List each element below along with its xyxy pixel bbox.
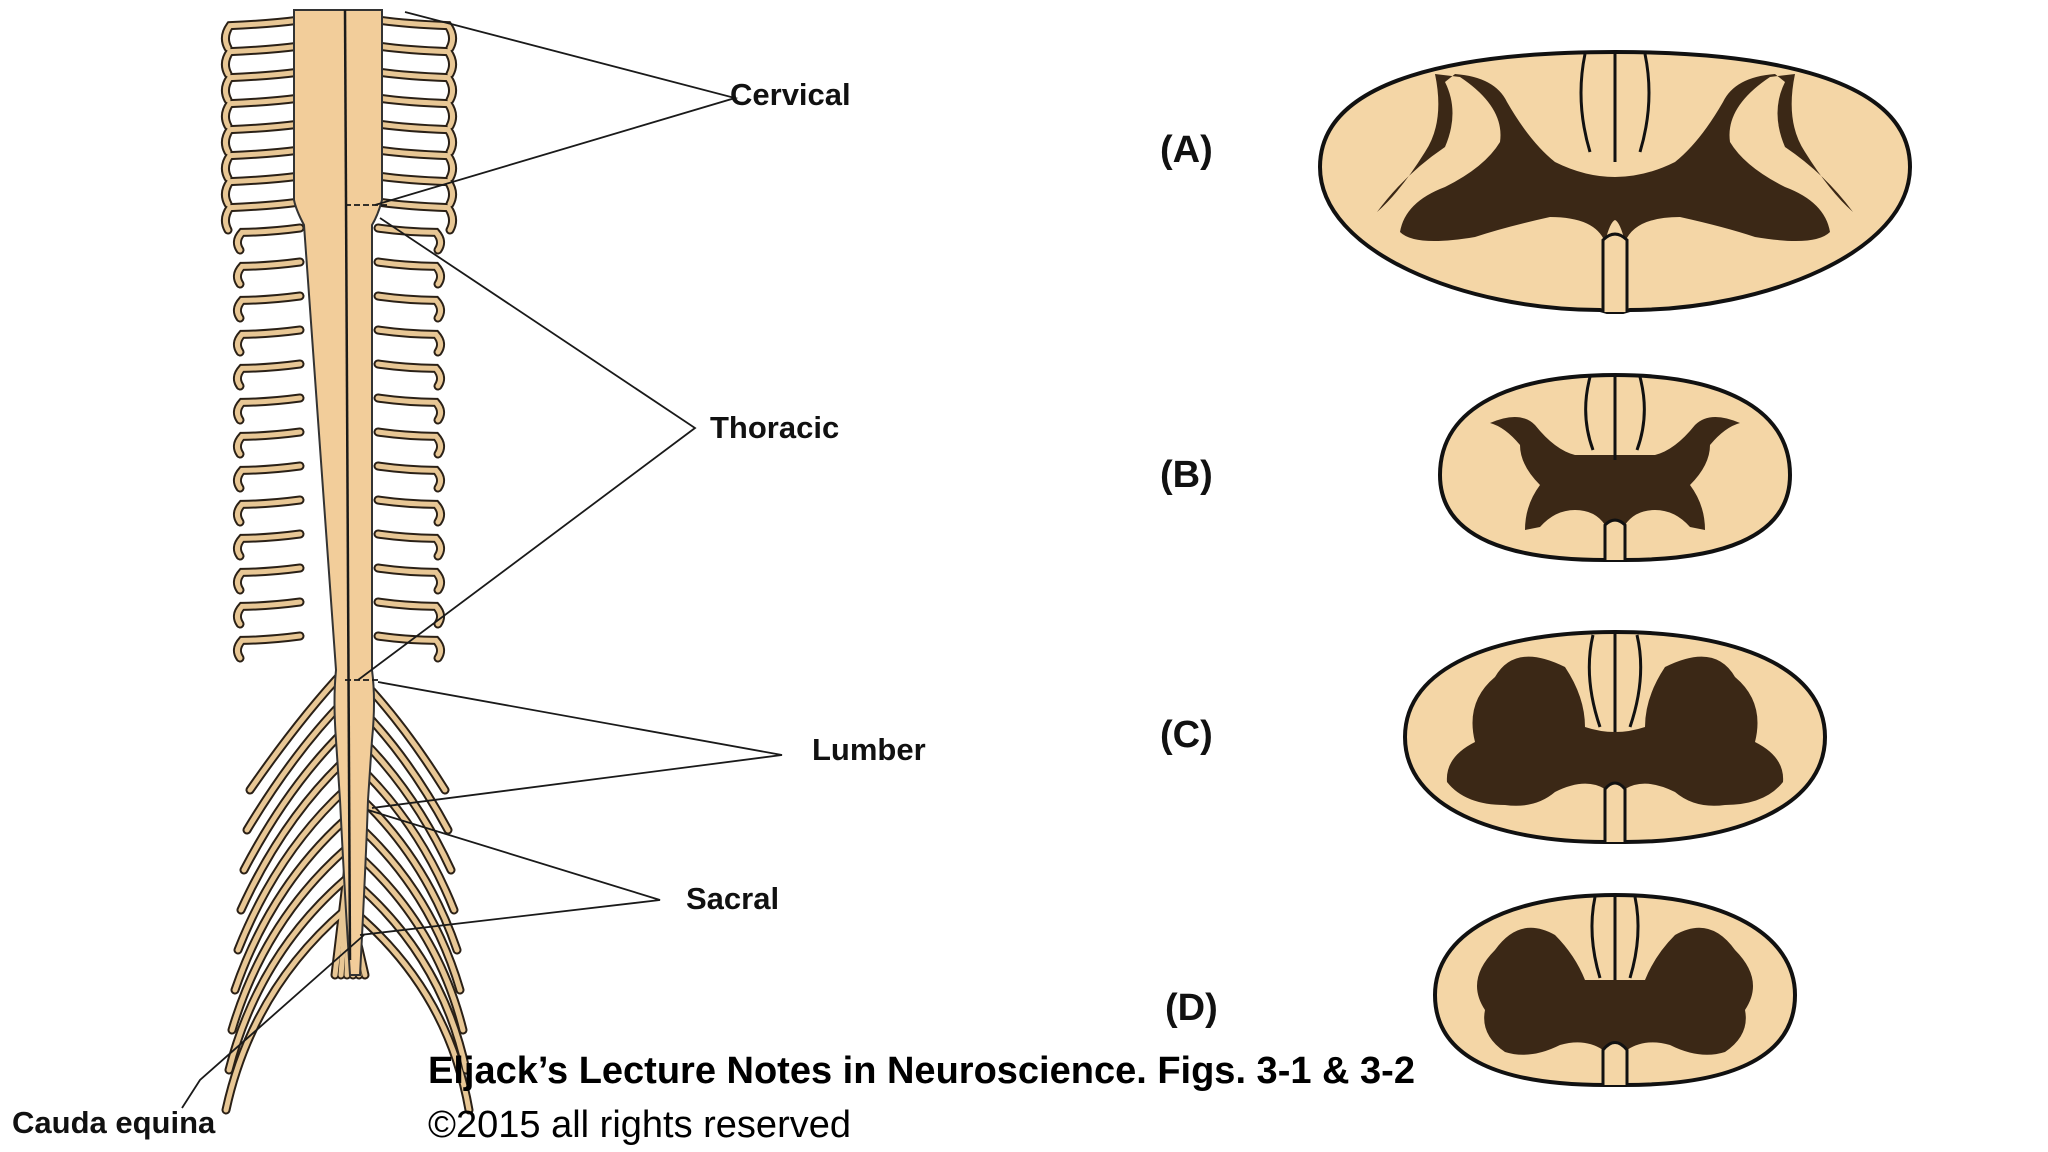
figure-caption-copyright: ©2015 all rights reserved (428, 1104, 851, 1146)
region-leader-lines (181, 11, 783, 1109)
nerve-root-left-9-fill (234, 259, 303, 287)
nerve-root-left-20-fill (234, 633, 303, 661)
cauda-root-left-6-fill (229, 847, 348, 1033)
region-label-thoracic: Thoracic (710, 410, 839, 445)
nerve-root-left-1-fill (222, 43, 303, 77)
nerve-root-right-5-fill (375, 147, 456, 181)
cauda-root-left-7-fill (226, 877, 348, 1073)
nerve-root-right-0-fill (375, 17, 456, 51)
nerve-root-left-6-fill (222, 173, 303, 207)
nerve-root-right-1-fill (375, 43, 456, 77)
cauda-root-left-5-fill (232, 817, 348, 993)
nerve-root-right-17-fill (375, 531, 444, 559)
cauda-root-left-2-fill (241, 727, 348, 873)
cauda-root-right-7-fill (349, 877, 469, 1073)
nerve-root-right-13-fill (375, 395, 444, 423)
nerve-root-right-4-fill (375, 121, 456, 155)
nerve-root-left-0-fill (222, 17, 303, 51)
gray-matter-b (1490, 416, 1740, 530)
nerve-root-left-14-fill (234, 429, 303, 457)
region-label-sacral: Sacral (686, 881, 779, 916)
nerve-root-right-3-fill (375, 95, 456, 129)
cross-section-c (1402, 629, 1828, 844)
cauda-root-left-8-fill (223, 907, 348, 1113)
nerve-root-right-6-fill (375, 173, 456, 207)
cross-section-b (1437, 372, 1793, 562)
nerve-root-right-2-fill (375, 69, 456, 103)
gray-matter-d (1477, 927, 1753, 1055)
nerve-root-left-15-fill (234, 463, 303, 491)
section-label-a: (A) (1160, 129, 1213, 171)
gray-matter-a (1377, 74, 1853, 242)
region-label-cervical: Cervical (730, 77, 851, 112)
nerve-root-right-12-fill (375, 361, 444, 389)
nerve-root-left-3-fill (222, 95, 303, 129)
cauda-root-left-4-fill (235, 787, 348, 953)
cross-section-a (1317, 49, 1913, 314)
nerve-root-left-2-fill (222, 69, 303, 103)
nerve-root-left-4-fill (222, 121, 303, 155)
nerve-root-left-11-fill (234, 327, 303, 355)
section-label-b: (B) (1160, 454, 1213, 496)
region-label-lumbar: Lumber (812, 732, 926, 767)
nerve-root-left-12-fill (234, 361, 303, 389)
section-label-c: (C) (1160, 714, 1213, 756)
cauda-root-left-3-fill (238, 757, 348, 913)
nerve-root-right-9-fill (375, 259, 444, 287)
nerve-root-left-10-fill (234, 293, 303, 321)
nerve-root-right-7-fill (375, 199, 456, 233)
cross-section-d (1432, 892, 1798, 1087)
cauda-root-right-6-fill (349, 847, 466, 1033)
nerve-root-left-19-fill (234, 599, 303, 627)
nerve-root-left-13-fill (234, 395, 303, 423)
nerve-root-right-15-fill (375, 463, 444, 491)
gray-matter-c (1446, 656, 1784, 806)
nerve-root-right-18-fill (375, 565, 444, 593)
nerve-root-left-16-fill (234, 497, 303, 525)
nerve-root-right-20-fill (375, 633, 444, 661)
spinal-cord-longitudinal-view (220, 9, 474, 1115)
nerve-root-left-7-fill (222, 199, 303, 233)
nerve-root-left-8-fill (234, 225, 303, 253)
spinal-nerve-roots-fill (222, 17, 472, 1113)
section-label-d: (D) (1165, 987, 1218, 1029)
nerve-root-right-16-fill (375, 497, 444, 525)
nerve-root-left-17-fill (234, 531, 303, 559)
region-label-cauda-equina: Cauda equina (12, 1105, 216, 1140)
nerve-root-right-11-fill (375, 327, 444, 355)
nerve-root-right-8-fill (375, 225, 444, 253)
nerve-root-left-5-fill (222, 147, 303, 181)
nerve-root-right-14-fill (375, 429, 444, 457)
cauda-root-right-5-fill (349, 817, 463, 993)
nerve-root-right-19-fill (375, 599, 444, 627)
nerve-root-right-10-fill (375, 293, 444, 321)
figure-caption-title: Eljack’s Lecture Notes in Neuroscience. … (428, 1050, 1415, 1092)
cauda-root-left-1-fill (244, 697, 348, 833)
cauda-root-right-8-fill (349, 907, 472, 1113)
spinal-cord-midline (343, 9, 352, 961)
nerve-root-left-18-fill (234, 565, 303, 593)
